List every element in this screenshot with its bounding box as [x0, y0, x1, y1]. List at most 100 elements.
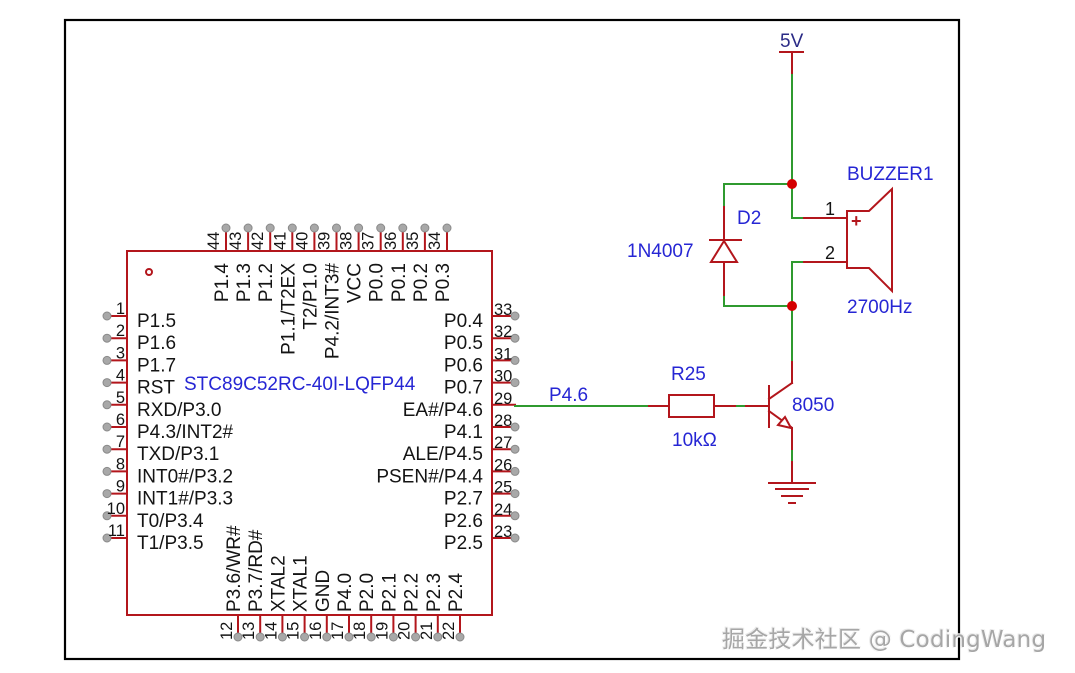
power-5v: 5V [779, 31, 804, 185]
pin-terminal-icon [277, 632, 287, 642]
pin-label: P1.1/T2EX [278, 263, 299, 355]
pin-number: 14 [262, 622, 280, 640]
junction-dot-top [787, 179, 797, 189]
pin-number: 22 [440, 622, 458, 640]
buzzer-polarity: + [851, 211, 862, 231]
pins-bottom: 12P3.6/WR#13P3.7/RD#14XTAL215XTAL116GND1… [218, 525, 467, 642]
pins-top: 44P1.443P1.342P1.241P1.1/T2EX40T2/P1.039… [205, 223, 454, 359]
pin-number: 25 [494, 479, 512, 497]
resistor-value: 10kΩ [672, 430, 717, 451]
pin-22: 22 P2.4 [440, 572, 467, 642]
pin-number: 32 [494, 323, 512, 341]
buzzer: + 1 2 BUZZER1 2700Hz [803, 164, 934, 318]
pin-label: ALE/P4.5 [403, 444, 483, 465]
pin-number: 6 [116, 411, 125, 429]
pin-label: P2.7 [444, 489, 483, 510]
pin-label: P1.2 [256, 263, 277, 302]
pin-label: T1/P3.5 [137, 533, 204, 554]
pin-number: 27 [494, 434, 512, 452]
diode-d2: D2 1N4007 [627, 206, 761, 296]
pin-label: RXD/P3.0 [137, 400, 221, 421]
pin-number: 16 [307, 622, 325, 640]
pin-terminal-icon [300, 632, 310, 642]
pin-number: 28 [494, 412, 512, 430]
pin-number: 13 [240, 622, 258, 640]
pin-label: P0.5 [444, 333, 483, 354]
pin-terminal-icon [354, 223, 364, 233]
pin-terminal-icon [510, 489, 520, 499]
pin-label: P0.2 [411, 263, 432, 302]
pin-label: PSEN#/P4.4 [376, 466, 483, 487]
pin-terminal-icon [455, 632, 465, 642]
pin-terminal-icon [366, 632, 376, 642]
pin-number: 37 [360, 232, 378, 250]
pin-number: 26 [494, 456, 512, 474]
net-p4-6: P4.6 [514, 385, 650, 407]
pin-label: P0.4 [444, 311, 484, 332]
pin-terminal-icon [376, 223, 386, 233]
sheet-border [63, 18, 961, 661]
pin-terminal-icon [102, 400, 112, 410]
transistor-8050: 8050 [745, 359, 834, 463]
pin-terminal-icon [265, 223, 275, 233]
pin-number: 39 [316, 232, 334, 250]
pin-label: P2.0 [357, 573, 378, 612]
pin-terminal-icon [287, 223, 297, 233]
pin-terminal-icon [510, 355, 520, 365]
pins-right: 33P0.432P0.531P0.630P0.729EA#/P4.628P4.1… [376, 301, 520, 554]
pin-number: 2 [116, 322, 125, 340]
pin-number: 10 [107, 500, 125, 518]
pin-terminal-icon [233, 632, 243, 642]
pin-label: P0.3 [433, 263, 454, 302]
pin-label: GND [313, 570, 334, 612]
pin-label: T0/P3.4 [137, 511, 204, 532]
pin-terminal-icon [510, 422, 520, 432]
pin-number: 40 [293, 232, 311, 250]
buzzer-pin2-number: 2 [825, 243, 835, 263]
watermark: 掘金技术社区 @ CodingWang [722, 627, 1047, 653]
transistor-collector [767, 381, 794, 401]
transistor-value: 8050 [792, 395, 834, 416]
pin-16: 16 GND [307, 570, 334, 642]
pins-left: 1P1.52P1.63P1.74RST5RXD/P3.06P4.3/INT2#7… [102, 300, 234, 554]
pin-terminal-icon [388, 632, 398, 642]
pin-label: RST [137, 378, 175, 399]
pin-number: 5 [116, 389, 125, 407]
emitter-arrow-icon [776, 415, 793, 430]
pin-label: EA#/P4.6 [403, 400, 483, 421]
pin-terminal-icon [255, 632, 265, 642]
pin-3: 3P1.7 [102, 344, 176, 376]
pin-number: 33 [494, 301, 512, 319]
pin-terminal-icon [309, 223, 319, 233]
pin-label: P0.1 [389, 263, 410, 302]
pin-terminal-icon [433, 632, 443, 642]
pin-label: XTAL1 [291, 555, 312, 612]
pin-label: T2/P1.0 [300, 263, 321, 330]
pin-label: P0.6 [444, 355, 483, 376]
pin-label: P2.4 [446, 572, 467, 612]
pin-number: 3 [116, 344, 125, 362]
power-label: 5V [780, 31, 804, 52]
